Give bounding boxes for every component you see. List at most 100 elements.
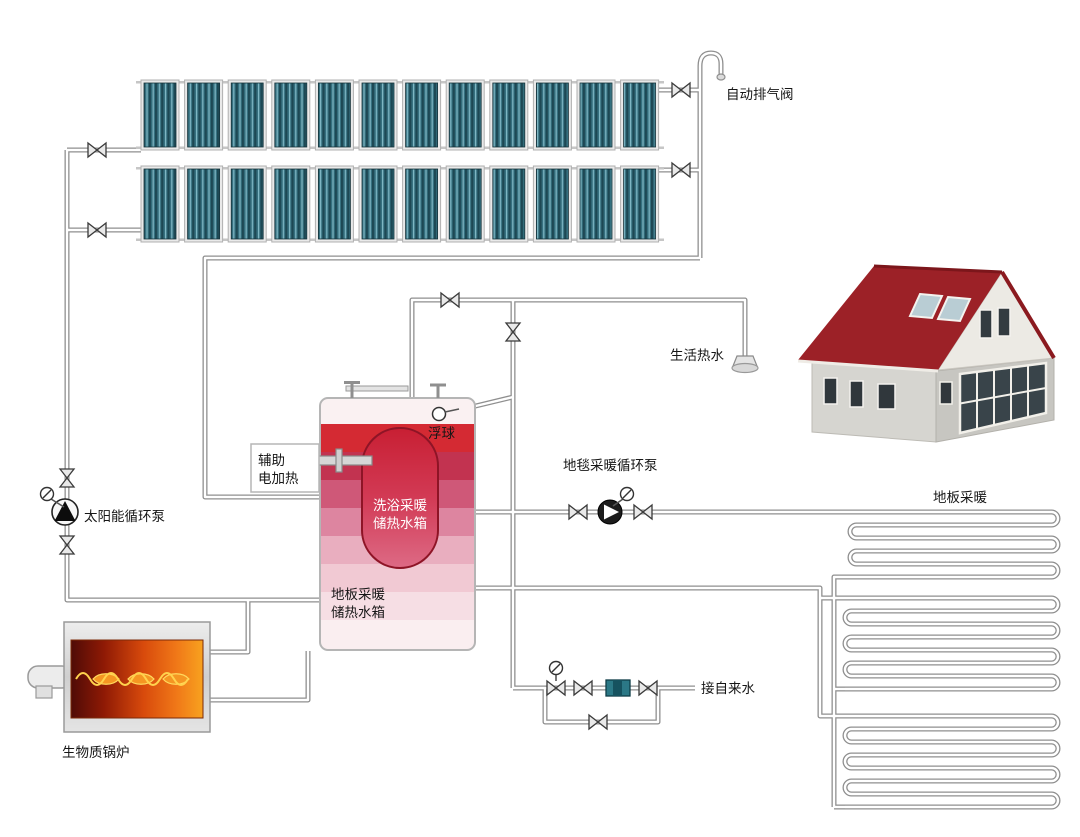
label-bath-tank-1: 洗浴采暖: [373, 498, 427, 513]
roof-edge: [1000, 270, 1056, 360]
exhaust-valve-outlet: [716, 73, 726, 81]
valve-icon: [440, 291, 460, 309]
solar-panel-glass: [623, 82, 656, 148]
tank-band: [320, 620, 475, 650]
gauge-needle: [551, 663, 561, 673]
valve-icon: [573, 679, 593, 697]
aux-heater-box: [250, 443, 320, 493]
label-solar-pump: 太阳能循环泵: [84, 509, 165, 524]
solar-panel-glass: [448, 168, 482, 240]
collector-rail: [136, 167, 664, 170]
solar-panel-glass: [187, 168, 221, 240]
tank-top-bracket: [345, 385, 409, 392]
collector-rail: [136, 146, 664, 149]
pipe-network-cores: [65, 51, 1060, 809]
pipe-core: [832, 575, 850, 807]
roof-ridge: [873, 264, 1003, 274]
label-float-ball: 浮球: [428, 426, 455, 441]
floor-heating-coil-core: [843, 714, 1060, 809]
house-roof: [798, 266, 1002, 370]
solar-panel-glass: [274, 82, 308, 148]
solar-panel-glass: [536, 168, 569, 240]
solar-panel-glass: [405, 82, 439, 148]
solar-panel-glass: [361, 168, 395, 240]
label-tap-water: 接自来水: [701, 680, 755, 696]
pipe-core: [210, 600, 250, 654]
solar-panel-glass: [492, 168, 526, 240]
label-biomass-boiler: 生物质锅炉: [62, 745, 130, 760]
tank-outline: [319, 397, 476, 651]
skylight: [908, 292, 944, 320]
valve-icon: [588, 713, 608, 731]
pipe-core: [698, 51, 723, 258]
solar-collector-array: [136, 79, 664, 243]
pump-arrow-icon: [604, 504, 619, 520]
solar-panel-glass: [536, 82, 569, 148]
label-floor-tank-1: 地板采暖: [331, 587, 385, 602]
electric-heater-flange: [335, 448, 343, 473]
solar-panel-glass: [361, 82, 395, 148]
valve-icon: [671, 161, 691, 179]
skylight: [936, 295, 972, 323]
house-window: [849, 380, 864, 408]
boiler-chimney-elbow: [35, 685, 53, 699]
pipe: [697, 50, 724, 258]
label-carpet-pump: 地毯采暖循环泵: [563, 458, 658, 473]
pipe-core: [210, 651, 310, 702]
label-floor-heating: 地板采暖: [933, 490, 987, 505]
label-bath-tank-2: 储热水箱: [373, 516, 427, 531]
water-filter: [605, 679, 631, 697]
valve-icon: [504, 322, 522, 342]
house-window: [877, 383, 896, 410]
solar-panel-glass: [187, 82, 221, 148]
shower-head-icon: [731, 355, 759, 374]
house-illustration: [797, 264, 1056, 443]
solar-panel-glass: [317, 82, 351, 148]
pipe: [210, 600, 251, 655]
solar-panel-glass: [492, 82, 526, 148]
solar-panel-glass: [579, 82, 613, 148]
pipe-core: [65, 150, 321, 602]
collector-rail: [136, 81, 664, 84]
gauge-stem: [50, 498, 65, 508]
collector-rail: [136, 238, 664, 241]
house-window: [939, 381, 953, 405]
valve-icon: [633, 503, 653, 521]
gable-window: [997, 307, 1011, 337]
heating-coil-icon: [75, 672, 189, 686]
valve-icon: [87, 141, 107, 159]
pipe-core: [203, 256, 700, 499]
roof-fascia: [797, 359, 939, 373]
valve-icon: [638, 679, 658, 697]
gauge-stem: [612, 498, 624, 507]
float-ball-stem: [444, 408, 460, 413]
float-ball-icon: [431, 406, 447, 422]
labels: 自动排气阀 生活热水 浮球 辅助 电加热 太阳能循环泵 地毯采暖循环泵 地板采暖…: [62, 87, 987, 760]
conservatory-glazing: [958, 361, 1048, 435]
floor-heating-coil: [847, 509, 1061, 580]
valve-icon: [58, 535, 76, 555]
solar-panel-glass: [623, 168, 656, 240]
gauge-needle: [42, 489, 52, 499]
solar-panel-glass: [448, 82, 482, 148]
label-aux-heater-1: 辅助: [258, 453, 285, 468]
pipe-core: [410, 298, 747, 398]
label-domestic-hot-water: 生活热水: [670, 348, 724, 363]
valve-icon: [568, 503, 588, 521]
solar-panel-glass: [230, 82, 264, 148]
gable-window: [979, 309, 993, 339]
inner-bath-tank: [361, 427, 439, 569]
valve-icon: [546, 679, 566, 697]
solar-panel-glass: [317, 168, 351, 240]
label-floor-tank-2: 储热水箱: [331, 605, 385, 620]
solar-panel-glass: [405, 168, 439, 240]
valve-icon: [87, 221, 107, 239]
valve-icon: [671, 81, 691, 99]
pipe: [210, 651, 311, 703]
carpet-heating-pump: [597, 499, 623, 525]
floor-heating-coil-core: [843, 596, 1060, 691]
house-window: [823, 377, 838, 405]
tank-band: [320, 592, 475, 620]
fittings: [39, 73, 759, 731]
